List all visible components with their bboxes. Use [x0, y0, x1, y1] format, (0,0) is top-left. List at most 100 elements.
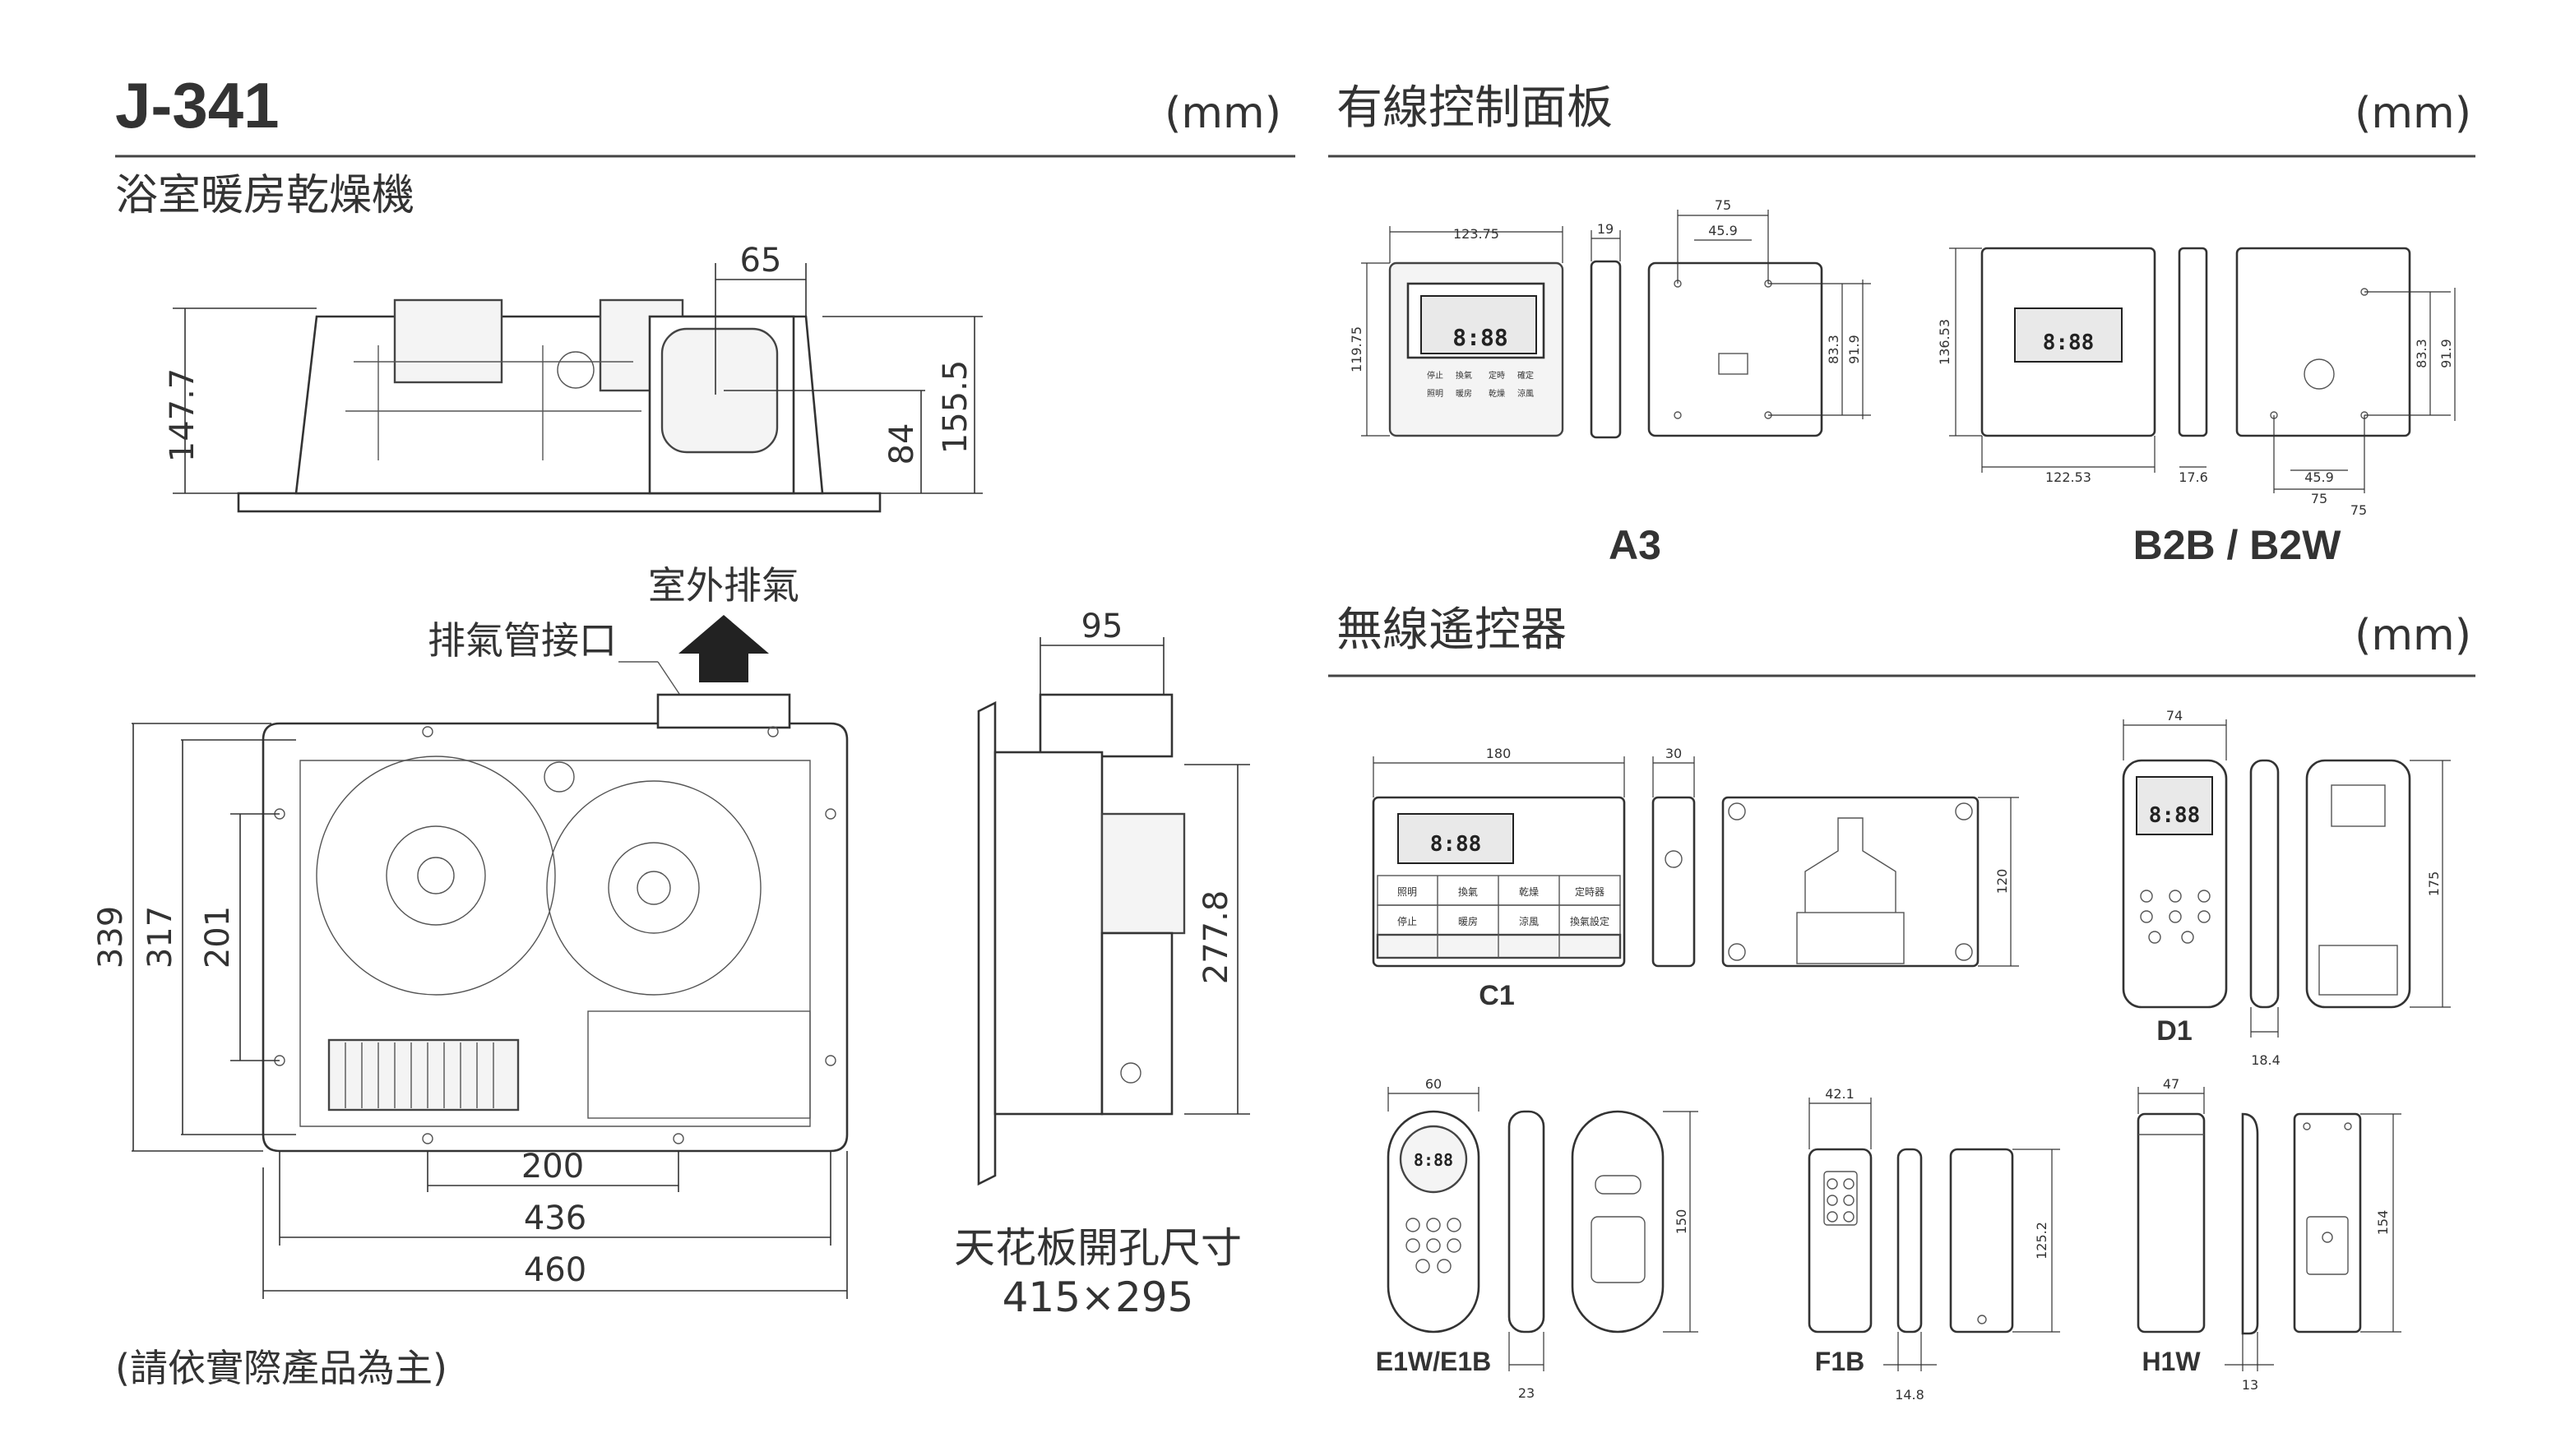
c1-key-5: 暖房 [1458, 915, 1478, 927]
remote-h1w [2137, 1112, 2362, 1335]
a3-dim-depth: 19 [1597, 221, 1614, 237]
panel-b2-dims: 136.53 122.53 17.6 45.9 75 75 83.3 91.9 [1937, 247, 2456, 518]
wireless-title: 無線遙控器 [1336, 603, 1567, 657]
b2-dim-w: 122.53 [2045, 469, 2091, 485]
ceiling-cutout-value: 415×295 [1003, 1273, 1194, 1321]
model-title: J-341 [115, 69, 280, 141]
d1-lcd-digits: 8:88 [2149, 803, 2201, 828]
remote-f1b [1808, 1148, 2014, 1334]
panel-a3-front: 8:88 停止 換氣 定時 確定 照明 暖房 乾燥 涼風 [1388, 261, 1564, 437]
dryer-bottom-dims: 339 317 201 200 436 460 [92, 723, 848, 1299]
c1-key-2: 乾燥 [1519, 886, 1539, 898]
b2-dim-r1: 83.3 [2414, 339, 2429, 368]
remote-h1w-dims: 47 154 13 [2137, 1076, 2401, 1393]
e1-dim-h: 150 [1674, 1209, 1689, 1235]
remote-d1: 8:88 [2122, 759, 2411, 1009]
h1w-dim-w: 47 [2163, 1076, 2179, 1092]
c1-dim-depth: 30 [1665, 746, 1682, 761]
d1-dim-w: 74 [2166, 708, 2183, 723]
b2-dim-holes-w: 75 [2311, 491, 2327, 506]
remote-c1-back [1721, 796, 1980, 968]
c1-lcd-digits: 8:88 [1430, 832, 1482, 857]
ceiling-cutout-label: 天花板開孔尺寸 [954, 1224, 1242, 1272]
unit-label: (mm) [2355, 89, 2471, 138]
h1w-label: H1W [2142, 1347, 2201, 1376]
h1w-dim-depth: 13 [2242, 1377, 2258, 1393]
c1-label: C1 [1479, 980, 1514, 1011]
a3-key-5: 暖房 [1456, 388, 1472, 399]
b2-label: B2B / B2W [2133, 522, 2342, 568]
b2-dim-holes-inner: 45.9 [2304, 469, 2334, 485]
dim-155-5: 155.5 [937, 360, 975, 455]
dryer-side-view [977, 693, 1186, 1186]
header-wireless: 無線遙控器 (mm) [1328, 603, 2475, 677]
dim-147-7: 147.7 [164, 368, 201, 463]
c1-key-3: 定時器 [1575, 885, 1605, 898]
panel-b2-front: 8:88 [1980, 247, 2156, 437]
e1-dim-depth: 23 [1518, 1385, 1535, 1401]
a3-dim-r2: 91.9 [1846, 335, 1862, 364]
dim-201: 201 [199, 906, 237, 968]
unit-label: (mm) [1165, 89, 1281, 138]
duct-label: 排氣管接口 [428, 618, 617, 663]
dim-200: 200 [521, 1148, 584, 1186]
f1b-label: F1B [1815, 1347, 1864, 1376]
dim-84: 84 [883, 423, 921, 465]
b2-dim-r2: 91.9 [2438, 339, 2454, 368]
e1-dim-w: 60 [1425, 1076, 1442, 1092]
header-left: J-341 (mm) 浴室暖房乾燥機 [115, 69, 1295, 220]
f1b-dim-h: 125.2 [2034, 1222, 2049, 1260]
b2-dim-depth: 17.6 [2179, 469, 2208, 485]
f1b-dim-depth: 14.8 [1895, 1387, 1924, 1403]
unit-label: (mm) [2355, 611, 2471, 660]
a3-dim-r1: 83.3 [1826, 335, 1841, 364]
disclaimer: (請依實際產品為主) [115, 1346, 447, 1390]
dryer-front-view [237, 298, 882, 513]
header-wired: 有線控制面板 (mm) [1328, 81, 2475, 158]
d1-dim-h: 175 [2426, 871, 2442, 897]
a3-key-0: 停止 [1427, 370, 1443, 381]
remote-e1-dims: 60 150 23 [1387, 1076, 1698, 1401]
remote-c1-side [1651, 796, 1696, 968]
a3-key-2: 定時 [1489, 370, 1505, 381]
b2-dim-holes-w2: 75 [2350, 502, 2367, 518]
a3-label: A3 [1609, 522, 1661, 568]
e1-lcd-digits: 8:88 [1414, 1150, 1453, 1170]
wired-title: 有線控制面板 [1336, 81, 1613, 135]
panel-a3-back [1647, 261, 1823, 437]
exhaust-arrow [678, 615, 769, 682]
a3-key-4: 照明 [1427, 389, 1443, 399]
a3-dim-w: 123.75 [1453, 226, 1499, 242]
a3-key-1: 換氣 [1456, 370, 1472, 381]
a3-key-6: 乾燥 [1489, 388, 1505, 399]
dim-339: 339 [92, 906, 130, 968]
remote-e1: 8:88 [1387, 1110, 1665, 1334]
c1-key-1: 換氣 [1458, 886, 1478, 898]
dim-436: 436 [524, 1199, 586, 1237]
remote-c1-dims: 180 30 120 [1373, 746, 2019, 967]
c1-key-6: 涼風 [1519, 915, 1539, 927]
d1-dim-depth: 18.4 [2251, 1052, 2281, 1068]
c1-key-7: 換氣設定 [1570, 915, 1609, 927]
exhaust-label: 室外排氣 [648, 563, 799, 608]
remote-f1b-dims: 42.1 125.2 14.8 [1808, 1086, 2060, 1403]
c1-key-4: 停止 [1397, 915, 1417, 927]
panel-b2-side [2178, 247, 2208, 437]
c1-dim-h: 120 [1994, 869, 2010, 894]
b2-dim-h: 136.53 [1937, 319, 1952, 365]
f1b-dim-w: 42.1 [1825, 1086, 1855, 1102]
a3-dim-holes-w: 75 [1715, 197, 1731, 213]
a3-dim-holes-inner: 45.9 [1708, 223, 1738, 238]
remote-d1-dims: 74 175 18.4 [2123, 708, 2451, 1068]
c1-key-0: 照明 [1397, 886, 1417, 898]
dryer-side-dims: 95 277.8 [1040, 608, 1250, 1115]
product-name: 浴室暖房乾燥機 [115, 171, 414, 220]
panel-b2-back [2235, 247, 2411, 437]
c1-dim-w: 180 [1486, 746, 1512, 761]
dim-317: 317 [141, 906, 179, 968]
dryer-bottom-view [262, 693, 849, 1153]
d1-label: D1 [2156, 1015, 2192, 1047]
a3-key-3: 確定 [1517, 370, 1534, 381]
remote-c1-front: 8:88 照明 換氣 乾燥 定時器 停止 暖房 涼風 換氣設定 [1372, 796, 1626, 968]
